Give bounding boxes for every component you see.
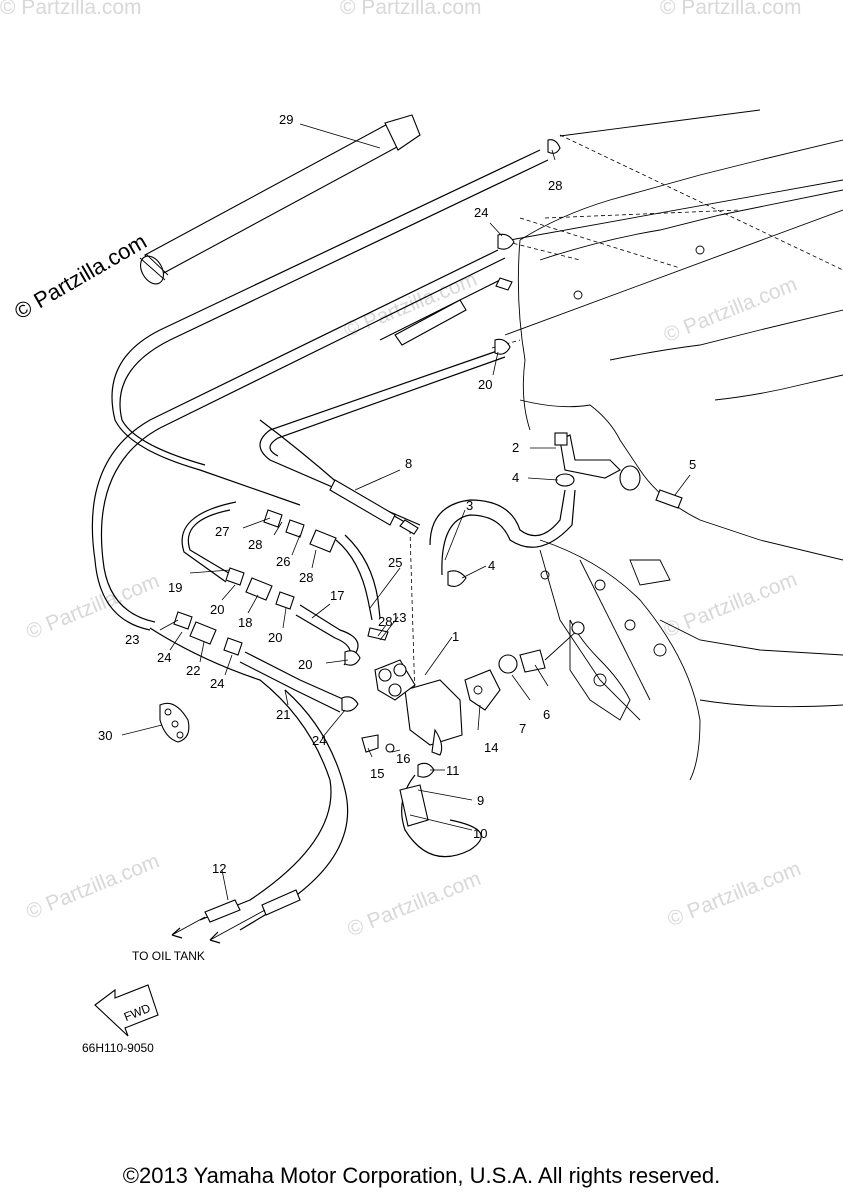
part-labels: 29 28 24 20 2 4 5 8 3 4 27 28 26 28 25 1… bbox=[82, 112, 696, 1055]
part-21-12-hoses bbox=[149, 627, 349, 944]
label-1: 1 bbox=[452, 629, 459, 644]
small-hoses bbox=[173, 509, 389, 713]
label-8: 8 bbox=[405, 456, 412, 471]
label-18: 18 bbox=[238, 615, 252, 630]
watermark: © Partzilla.com bbox=[340, 0, 482, 19]
parts-diagram: © Partzilla.com © Partzilla.com © Partzi… bbox=[0, 0, 843, 1055]
part-30-grommet bbox=[159, 702, 190, 743]
fwd-arrow: FWD bbox=[94, 984, 159, 1037]
label-19: 19 bbox=[168, 580, 182, 595]
label-20: 20 bbox=[478, 377, 492, 392]
watermark: © Partzilla.com bbox=[344, 867, 484, 941]
label-17: 17 bbox=[330, 588, 344, 603]
watermark: © Partzilla.com bbox=[23, 570, 163, 644]
label-16: 16 bbox=[396, 751, 410, 766]
bracket-assembly bbox=[554, 432, 683, 509]
part-3-hose bbox=[429, 489, 576, 587]
watermark: © Partzilla.com bbox=[660, 0, 802, 19]
label-6: 6 bbox=[543, 707, 550, 722]
upper-clamps bbox=[494, 139, 561, 355]
label-7: 7 bbox=[519, 721, 526, 736]
label-3: 3 bbox=[466, 498, 473, 513]
label-15: 15 bbox=[370, 766, 384, 781]
label-2: 2 bbox=[512, 440, 519, 455]
label-4: 4 bbox=[488, 558, 495, 573]
hose-loops bbox=[91, 149, 549, 631]
label-30: 30 bbox=[98, 728, 112, 743]
label-24: 24 bbox=[474, 205, 488, 220]
label-20: 20 bbox=[298, 657, 312, 672]
label-4: 4 bbox=[512, 470, 519, 485]
watermark-main: © Partzilla.com bbox=[10, 229, 151, 325]
label-22: 22 bbox=[186, 663, 200, 678]
label-28: 28 bbox=[248, 537, 262, 552]
label-28: 28 bbox=[548, 178, 562, 193]
copyright-notice: ©2013 Yamaha Motor Corporation, U.S.A. A… bbox=[122, 1163, 721, 1188]
label-27: 27 bbox=[215, 524, 229, 539]
label-21: 21 bbox=[276, 707, 290, 722]
part-29-pipe bbox=[139, 114, 421, 285]
label-25: 25 bbox=[388, 555, 402, 570]
label-24: 24 bbox=[157, 650, 171, 665]
watermark: © Partzilla.com bbox=[661, 273, 801, 347]
label-9: 9 bbox=[477, 793, 484, 808]
label-11: 11 bbox=[446, 763, 460, 778]
label-28: 28 bbox=[378, 614, 392, 629]
label-12: 12 bbox=[212, 861, 226, 876]
routing-lines bbox=[504, 109, 843, 336]
label-14: 14 bbox=[484, 740, 498, 755]
label-29: 29 bbox=[279, 112, 293, 127]
label-24: 24 bbox=[312, 733, 326, 748]
label-28: 28 bbox=[299, 570, 313, 585]
label-20: 20 bbox=[210, 602, 224, 617]
label-23: 23 bbox=[125, 632, 139, 647]
label-10: 10 bbox=[473, 826, 487, 841]
part-8-cable bbox=[259, 277, 513, 535]
watermark: © Partzilla.com bbox=[0, 0, 142, 19]
oil-pump bbox=[361, 621, 585, 778]
label-5: 5 bbox=[689, 457, 696, 472]
label-20: 20 bbox=[268, 630, 282, 645]
watermark: © Partzilla.com bbox=[23, 850, 163, 924]
label-24: 24 bbox=[210, 676, 224, 691]
label-13: 13 bbox=[392, 610, 406, 625]
oil-tank-label: TO OIL TANK bbox=[132, 949, 205, 963]
part-9-10-hose bbox=[399, 774, 482, 858]
engine-block bbox=[517, 139, 843, 781]
leader-lines bbox=[121, 123, 691, 901]
diagram-code: 66H110-9050 bbox=[82, 1041, 154, 1055]
label-26: 26 bbox=[276, 554, 290, 569]
watermark: © Partzilla.com bbox=[664, 857, 804, 931]
